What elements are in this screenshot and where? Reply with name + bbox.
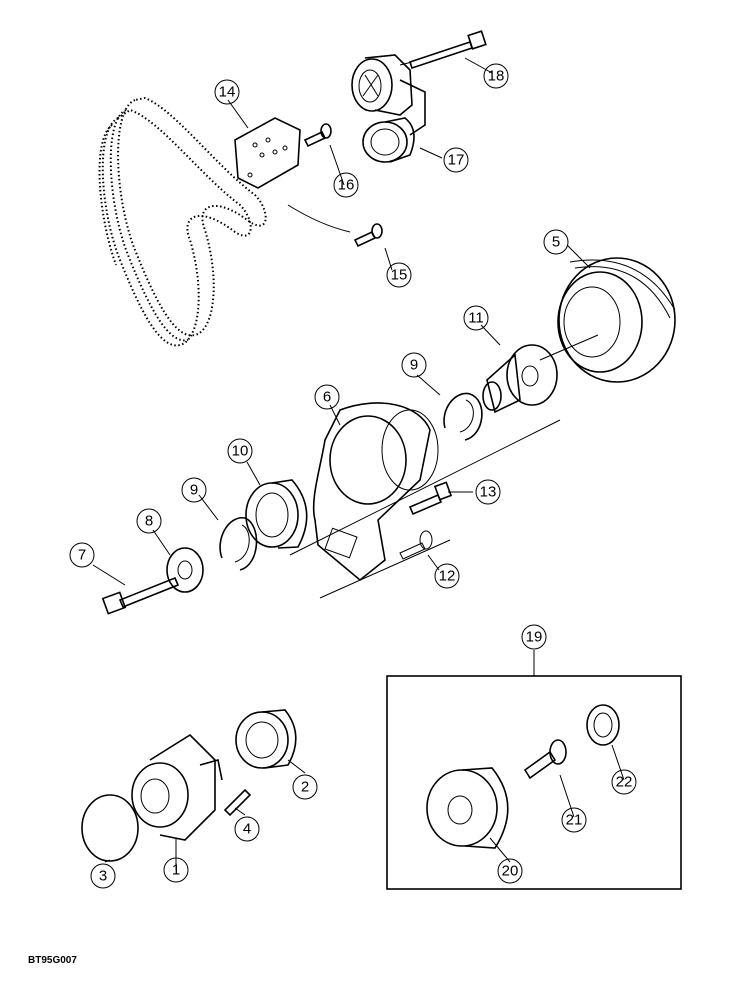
callout-7: 7: [69, 542, 95, 568]
callout-21: 21: [561, 807, 587, 833]
pulley-bolt: [101, 576, 180, 615]
callout-8: 8: [136, 508, 162, 534]
callout-9-upper: 9: [401, 352, 427, 378]
pump-bolt: [223, 788, 252, 817]
callout-4: 4: [234, 816, 260, 842]
callout-label: 12: [439, 568, 456, 585]
callout-label: 10: [232, 443, 249, 460]
tensioner-pulley: [362, 117, 415, 163]
snap-ring-lower: [219, 517, 258, 571]
callout-20: 20: [497, 858, 523, 884]
callout-label: 16: [338, 177, 355, 194]
callout-label: 14: [219, 84, 236, 101]
callout-19: 19: [521, 624, 547, 650]
callout-14: 14: [214, 79, 240, 105]
callout-label: 17: [448, 152, 465, 169]
callout-12: 12: [434, 563, 460, 589]
callout-label: 2: [301, 779, 309, 796]
idler-bracket: [289, 402, 561, 599]
dust-cap: [586, 704, 620, 746]
callout-10: 10: [227, 438, 253, 464]
callout-1: 1: [163, 857, 189, 883]
callout-3: 3: [90, 863, 116, 889]
idler-pulley: [426, 767, 509, 849]
callout-label: 3: [99, 868, 107, 885]
callout-9-lower: 9: [181, 477, 207, 503]
callout-label: 1: [172, 862, 180, 879]
pump-pulley: [235, 709, 297, 769]
idler-kit-box: [386, 650, 682, 890]
callout-label: 11: [468, 310, 484, 327]
callout-11: 11: [463, 305, 489, 331]
bolt-12: [399, 530, 433, 560]
callout-label: 19: [526, 629, 543, 646]
callout-label: 8: [145, 513, 153, 530]
figure-reference-code: BT95G007: [28, 955, 77, 966]
callout-18: 18: [483, 63, 509, 89]
drive-belt: [98, 96, 267, 347]
idler-shaft: [523, 739, 567, 780]
callout-label: 6: [323, 389, 331, 406]
tensioner-bracket: [234, 117, 301, 189]
belt-tensioner: [351, 54, 426, 136]
snap-ring-upper: [443, 392, 483, 441]
callout-16: 16: [333, 172, 359, 198]
tensioner-bolt: [399, 30, 487, 70]
leader-lines: [92, 57, 625, 870]
callout-label: 9: [410, 357, 418, 374]
callout-22: 22: [611, 769, 637, 795]
callout-label: 7: [78, 547, 86, 564]
callout-label: 21: [566, 812, 583, 829]
bearing: [245, 479, 308, 549]
callout-label: 15: [391, 267, 408, 284]
crankshaft-pulley: [557, 257, 676, 383]
callout-label: 4: [243, 821, 251, 838]
callout-17: 17: [443, 147, 469, 173]
callout-label: 5: [552, 234, 560, 251]
bracket-bolt-16: [303, 123, 332, 148]
callout-15: 15: [386, 262, 412, 288]
callout-label: 9: [190, 482, 198, 499]
idler-hub: [482, 334, 599, 414]
callout-5: 5: [543, 229, 569, 255]
callout-label: 22: [616, 774, 633, 791]
callout-label: 13: [480, 484, 497, 501]
bracket-bolt-15: [287, 204, 383, 248]
water-pump: [131, 733, 223, 841]
o-ring: [81, 794, 139, 862]
bolt-13: [408, 481, 453, 516]
callout-6: 6: [314, 384, 340, 410]
washer: [166, 547, 204, 593]
callout-label: 18: [488, 68, 505, 85]
callout-label: 20: [502, 863, 519, 880]
callout-13: 13: [475, 479, 501, 505]
callout-2: 2: [292, 774, 318, 800]
